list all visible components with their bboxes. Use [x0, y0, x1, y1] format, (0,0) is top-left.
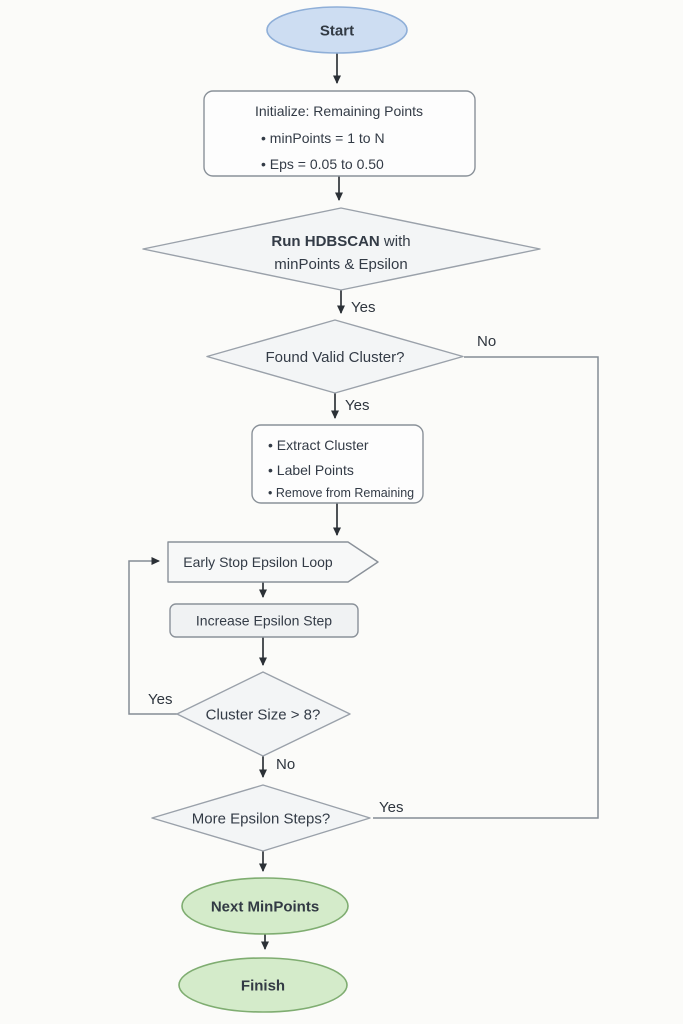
- extract-bullet-1: • Extract Cluster: [268, 437, 369, 453]
- edge-clustersize-yes-left-loop: [128, 557, 177, 715]
- initialize-bullet-1: • minPoints = 1 to N: [261, 130, 385, 146]
- node-initialize: Initialize: Remaining Points • minPoints…: [203, 90, 476, 177]
- extract-bullet-3: • Remove from Remaining: [268, 486, 414, 500]
- run-hdbscan-line1-rest: with: [380, 233, 411, 250]
- node-run-hdbscan: Run HDBSCAN with minPoints & Epsilon: [142, 207, 541, 291]
- increase-step-box: [169, 603, 359, 638]
- node-next-minpoints: Next MinPoints: [181, 877, 349, 935]
- extract-box: [251, 424, 424, 504]
- cluster-size-label: Cluster Size > 8?: [206, 707, 321, 724]
- run-hdbscan-line2: minPoints & Epsilon: [274, 256, 407, 273]
- run-hdbscan-diamond: [142, 207, 541, 291]
- next-minpoints-ellipse: [181, 877, 349, 935]
- run-hdbscan-line1: Run HDBSCAN with: [271, 233, 410, 250]
- initialize-title: Initialize: Remaining Points: [255, 103, 423, 119]
- label-run-yes: Yes: [351, 299, 375, 316]
- start-ellipse: [266, 6, 408, 54]
- extract-bullet-2: • Label Points: [268, 462, 354, 478]
- increase-step-label: Increase Epsilon Step: [196, 613, 332, 629]
- cluster-size-diamond: [176, 671, 351, 757]
- node-increase-step: Increase Epsilon Step: [169, 603, 359, 638]
- found-valid-diamond: [206, 319, 464, 394]
- initialize-bullet-2: • Eps = 0.05 to 0.50: [261, 156, 384, 172]
- edge-found-no-right-loop: [373, 356, 599, 819]
- found-valid-label: Found Valid Cluster?: [266, 349, 405, 366]
- node-cluster-size: Cluster Size > 8?: [176, 671, 351, 757]
- connectors: [128, 53, 599, 950]
- early-stop-label: Early Stop Epsilon Loop: [183, 554, 333, 570]
- finish-label: Finish: [241, 978, 285, 995]
- label-more-yes: Yes: [379, 799, 403, 816]
- label-cluster-yes: Yes: [148, 691, 172, 708]
- more-steps-label: More Epsilon Steps?: [192, 811, 330, 828]
- node-more-steps: More Epsilon Steps?: [151, 784, 371, 852]
- next-minpoints-label: Next MinPoints: [211, 899, 319, 916]
- node-start: Start: [266, 6, 408, 54]
- label-found-yes: Yes: [345, 397, 369, 414]
- label-cluster-no: No: [276, 756, 295, 773]
- node-finish: Finish: [178, 957, 348, 1013]
- node-extract-cluster: • Extract Cluster • Label Points • Remov…: [251, 424, 424, 504]
- node-early-stop: Early Stop Epsilon Loop: [167, 541, 379, 583]
- node-found-valid-cluster: Found Valid Cluster?: [206, 319, 464, 394]
- finish-ellipse: [178, 957, 348, 1013]
- run-hdbscan-line1-bold: Run HDBSCAN: [271, 233, 379, 250]
- initialize-box: [203, 90, 476, 177]
- edge-labels: Yes No Yes Yes No Yes: [148, 299, 496, 816]
- early-stop-shape: [167, 541, 379, 583]
- label-found-no: No: [477, 333, 496, 350]
- start-label: Start: [320, 23, 354, 40]
- more-steps-diamond: [151, 784, 371, 852]
